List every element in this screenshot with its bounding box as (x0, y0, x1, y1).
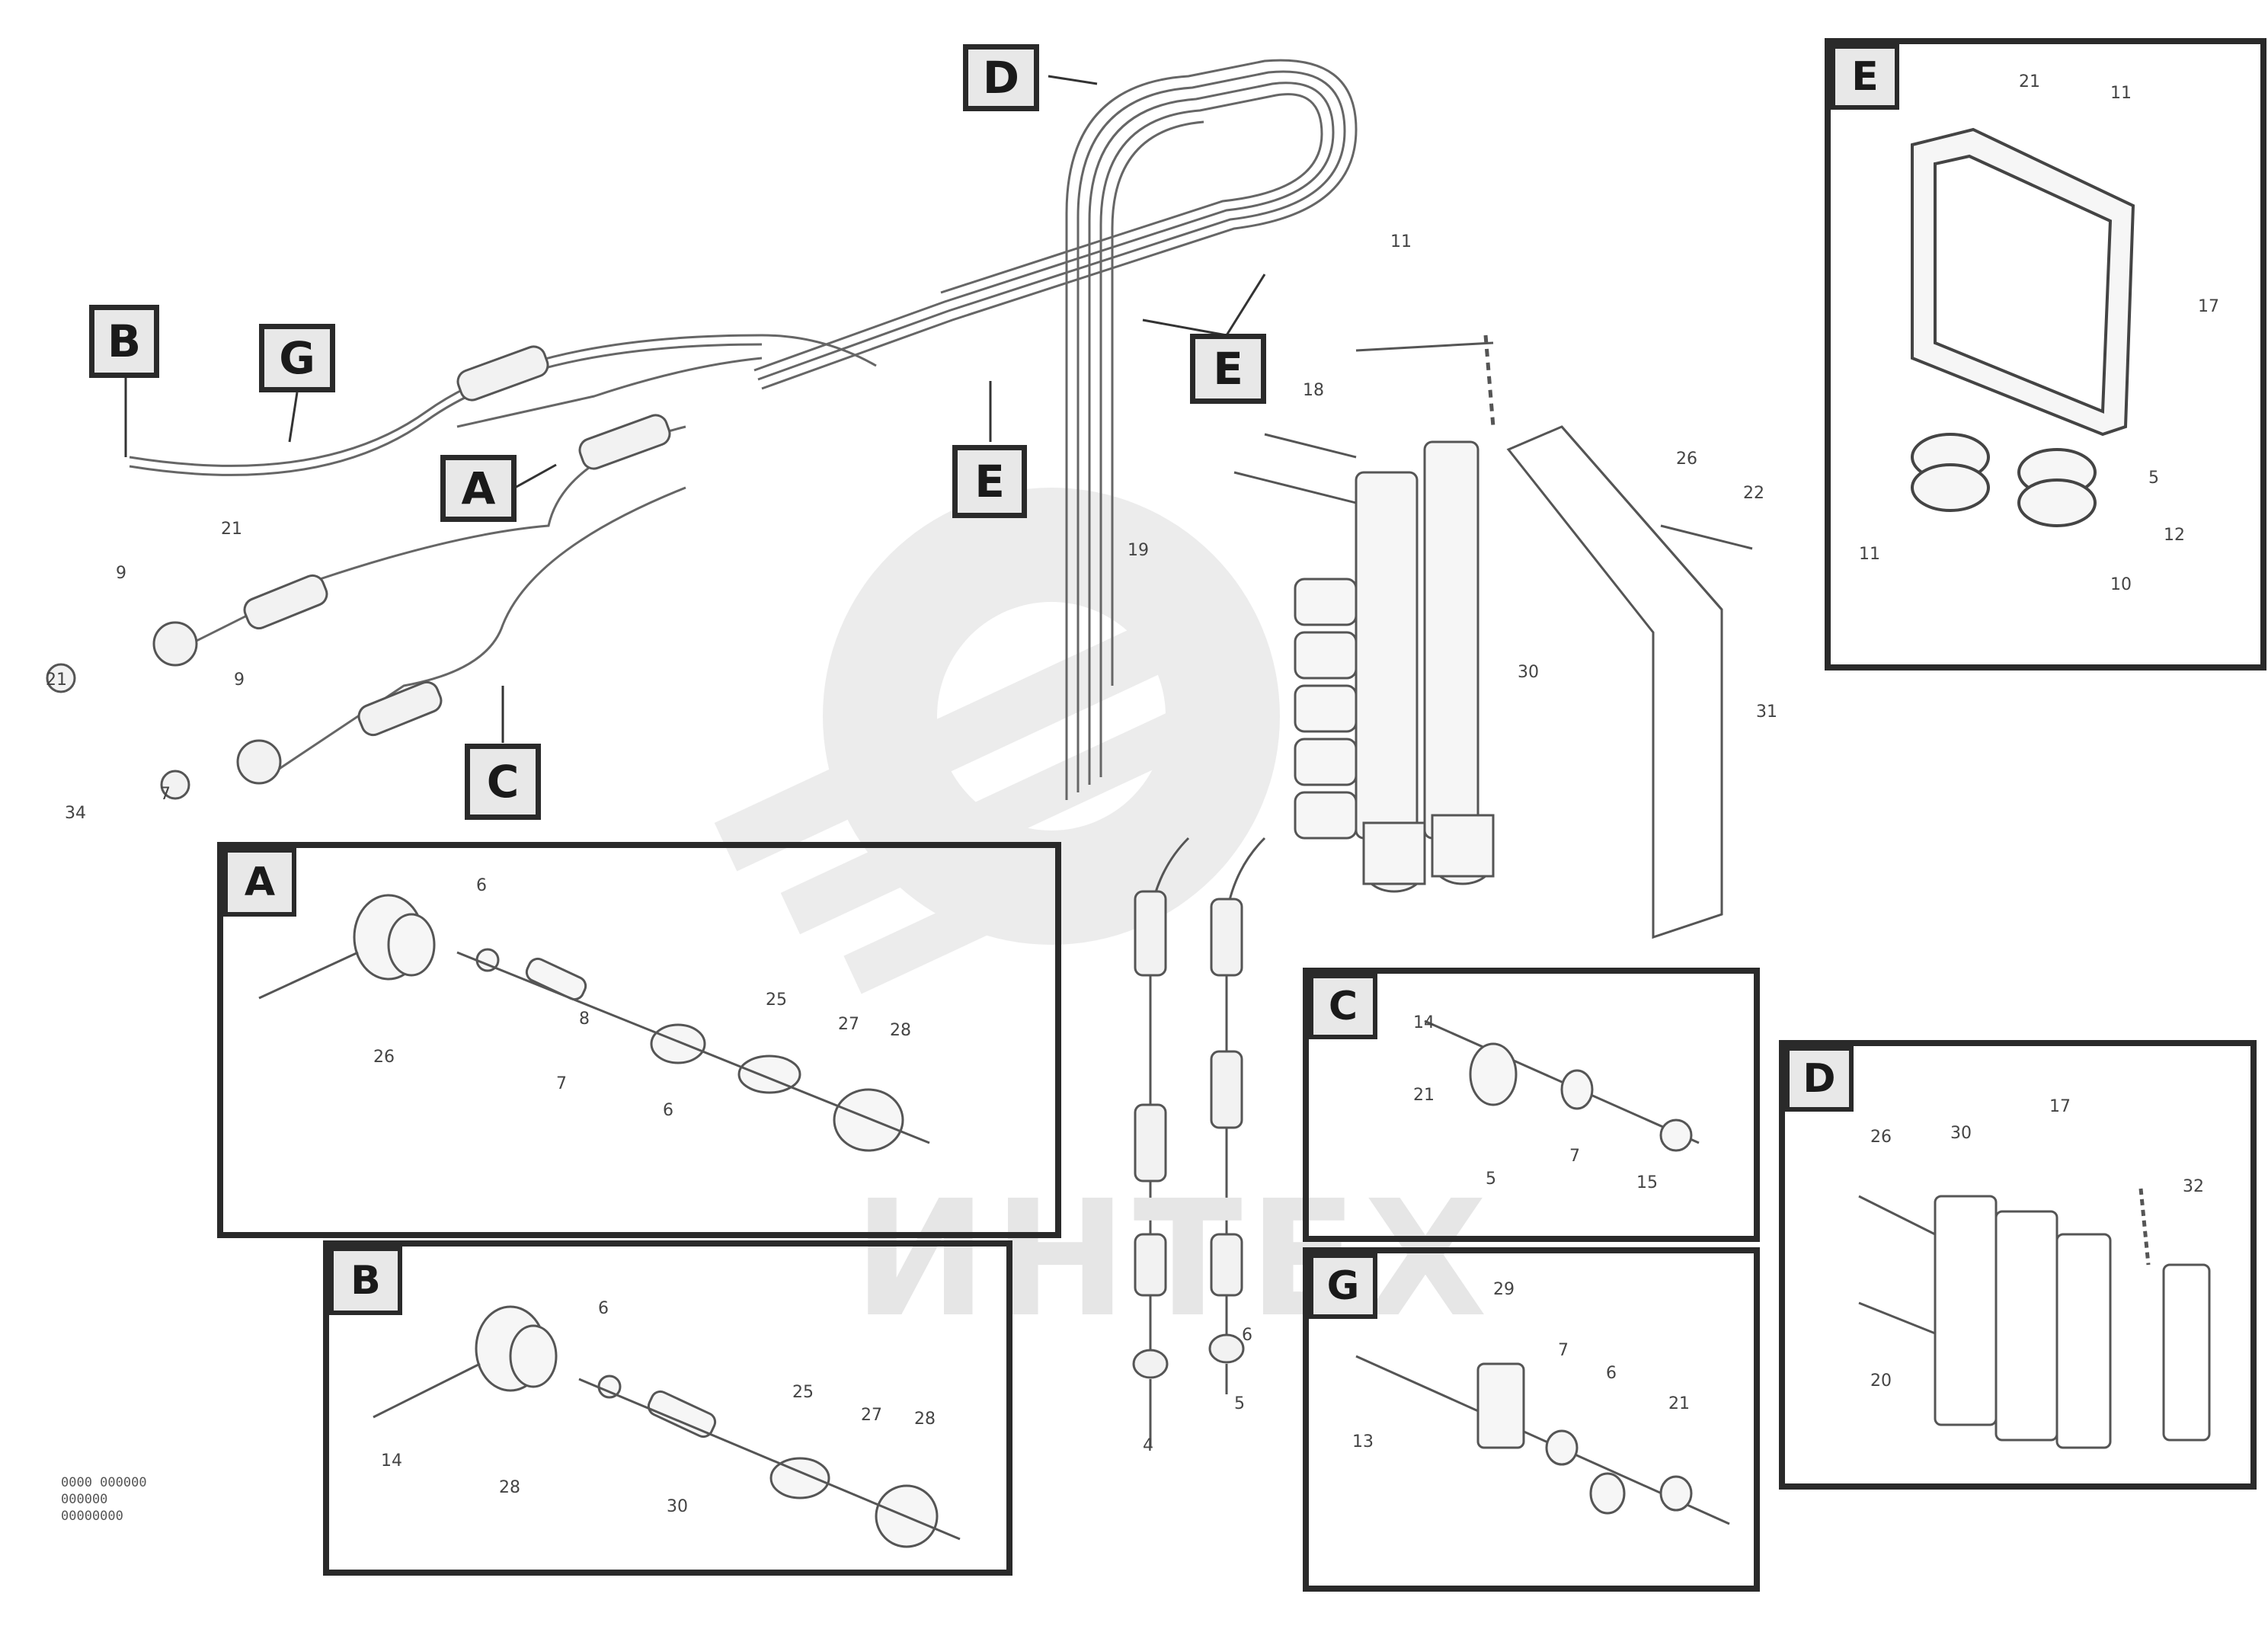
part-number: 11 (2110, 84, 2132, 103)
part-number: 20 (1870, 1371, 1892, 1391)
detail-a: A (217, 842, 1061, 1238)
valve-block (1294, 440, 1495, 893)
part-number: 6 (476, 876, 487, 895)
part-number: 25 (766, 991, 787, 1010)
part-number: 26 (1870, 1128, 1892, 1147)
part-number: 5 (1486, 1170, 1496, 1189)
part-number: 31 (1756, 702, 1777, 722)
reference-line-2: 000000 (61, 1492, 108, 1507)
part-number: 18 (1303, 381, 1324, 400)
part-number: 13 (1352, 1432, 1374, 1451)
watermark-text: ИНТЕХ (853, 1166, 1494, 1352)
part-number: 29 (1493, 1280, 1515, 1299)
part-number: 32 (2183, 1177, 2204, 1196)
detail-g: G (1303, 1247, 1760, 1592)
callout-g: G (259, 324, 335, 392)
part-number: 34 (65, 804, 86, 823)
part-number: 21 (221, 520, 242, 539)
reference-line-3: 00000000 (61, 1509, 123, 1524)
part-number: 6 (1606, 1364, 1617, 1383)
part-number: 25 (792, 1383, 814, 1402)
part-number: 27 (861, 1406, 882, 1425)
part-number: 5 (1234, 1394, 1245, 1413)
part-number: 17 (2049, 1097, 2071, 1116)
part-number: 7 (1569, 1147, 1580, 1166)
part-number: 30 (1950, 1124, 1972, 1143)
detail-b-label: B (329, 1247, 402, 1315)
part-number: 10 (2110, 575, 2132, 594)
callout-d: D (963, 44, 1039, 111)
part-number: 17 (2198, 297, 2219, 316)
detail-d-label: D (1785, 1046, 1854, 1112)
callout-leaders (124, 75, 1266, 743)
part-number: 19 (1128, 541, 1149, 560)
detail-e-label: E (1831, 44, 1899, 110)
drawing-reference: 0000 000000 000000 00000000 (61, 1474, 147, 1525)
callout-e-lower: E (952, 445, 1027, 518)
part-number: 21 (1668, 1394, 1690, 1413)
detail-b: B (323, 1240, 1012, 1576)
detail-e: E (1825, 38, 2266, 670)
part-number: 30 (667, 1497, 688, 1516)
part-number: 4 (1143, 1436, 1153, 1455)
detail-a-parts (258, 894, 930, 1152)
part-number: 8 (579, 1010, 590, 1029)
part-number: 9 (234, 670, 245, 690)
detail-e-parts (1911, 127, 2135, 527)
detail-d: D (1779, 1040, 2257, 1490)
part-number: 11 (1859, 545, 1880, 564)
part-number: 12 (2164, 526, 2185, 545)
callout-b: B (89, 305, 159, 378)
part-number: 11 (1390, 232, 1412, 251)
part-number: 28 (499, 1478, 520, 1497)
part-number: 9 (116, 564, 126, 583)
lower-hoses (1132, 837, 1266, 1448)
detail-g-parts (1355, 1355, 1730, 1525)
detail-c-parts (1424, 1019, 1700, 1152)
part-number: 21 (1413, 1086, 1435, 1105)
part-number: 7 (556, 1074, 567, 1093)
callout-e-upper: E (1190, 334, 1266, 404)
part-number: 14 (1413, 1013, 1435, 1032)
part-number: 22 (1743, 484, 1764, 503)
callout-a: A (440, 455, 517, 522)
detail-a-label: A (223, 848, 296, 917)
part-number: 27 (838, 1015, 859, 1034)
part-number: 6 (663, 1101, 673, 1120)
part-number: 7 (160, 785, 171, 804)
detail-c: C (1303, 968, 1760, 1242)
part-number: 5 (2148, 469, 2159, 488)
detail-g-label: G (1309, 1253, 1377, 1319)
part-number: 26 (1676, 450, 1697, 469)
reference-line-1: 0000 000000 (61, 1475, 147, 1490)
detail-c-label: C (1309, 974, 1377, 1039)
part-number: 26 (373, 1048, 395, 1067)
part-number: 21 (2019, 72, 2040, 91)
detail-b-parts (373, 1305, 961, 1548)
mounting-plate (1233, 334, 1753, 939)
part-number: 28 (890, 1021, 911, 1040)
part-number: 21 (46, 670, 67, 690)
part-number: 15 (1636, 1173, 1658, 1192)
part-number: 6 (1242, 1326, 1252, 1345)
part-number: 6 (598, 1299, 609, 1318)
left-fittings (46, 345, 671, 800)
part-number: 28 (914, 1410, 936, 1429)
callout-c: C (465, 744, 541, 820)
watermark-logo (714, 488, 1280, 994)
part-number: 30 (1518, 663, 1539, 682)
detail-d-parts (1858, 1188, 2211, 1449)
hose-bundle-upper (753, 59, 1358, 800)
part-number: 14 (381, 1451, 402, 1471)
part-number: 7 (1558, 1341, 1569, 1360)
